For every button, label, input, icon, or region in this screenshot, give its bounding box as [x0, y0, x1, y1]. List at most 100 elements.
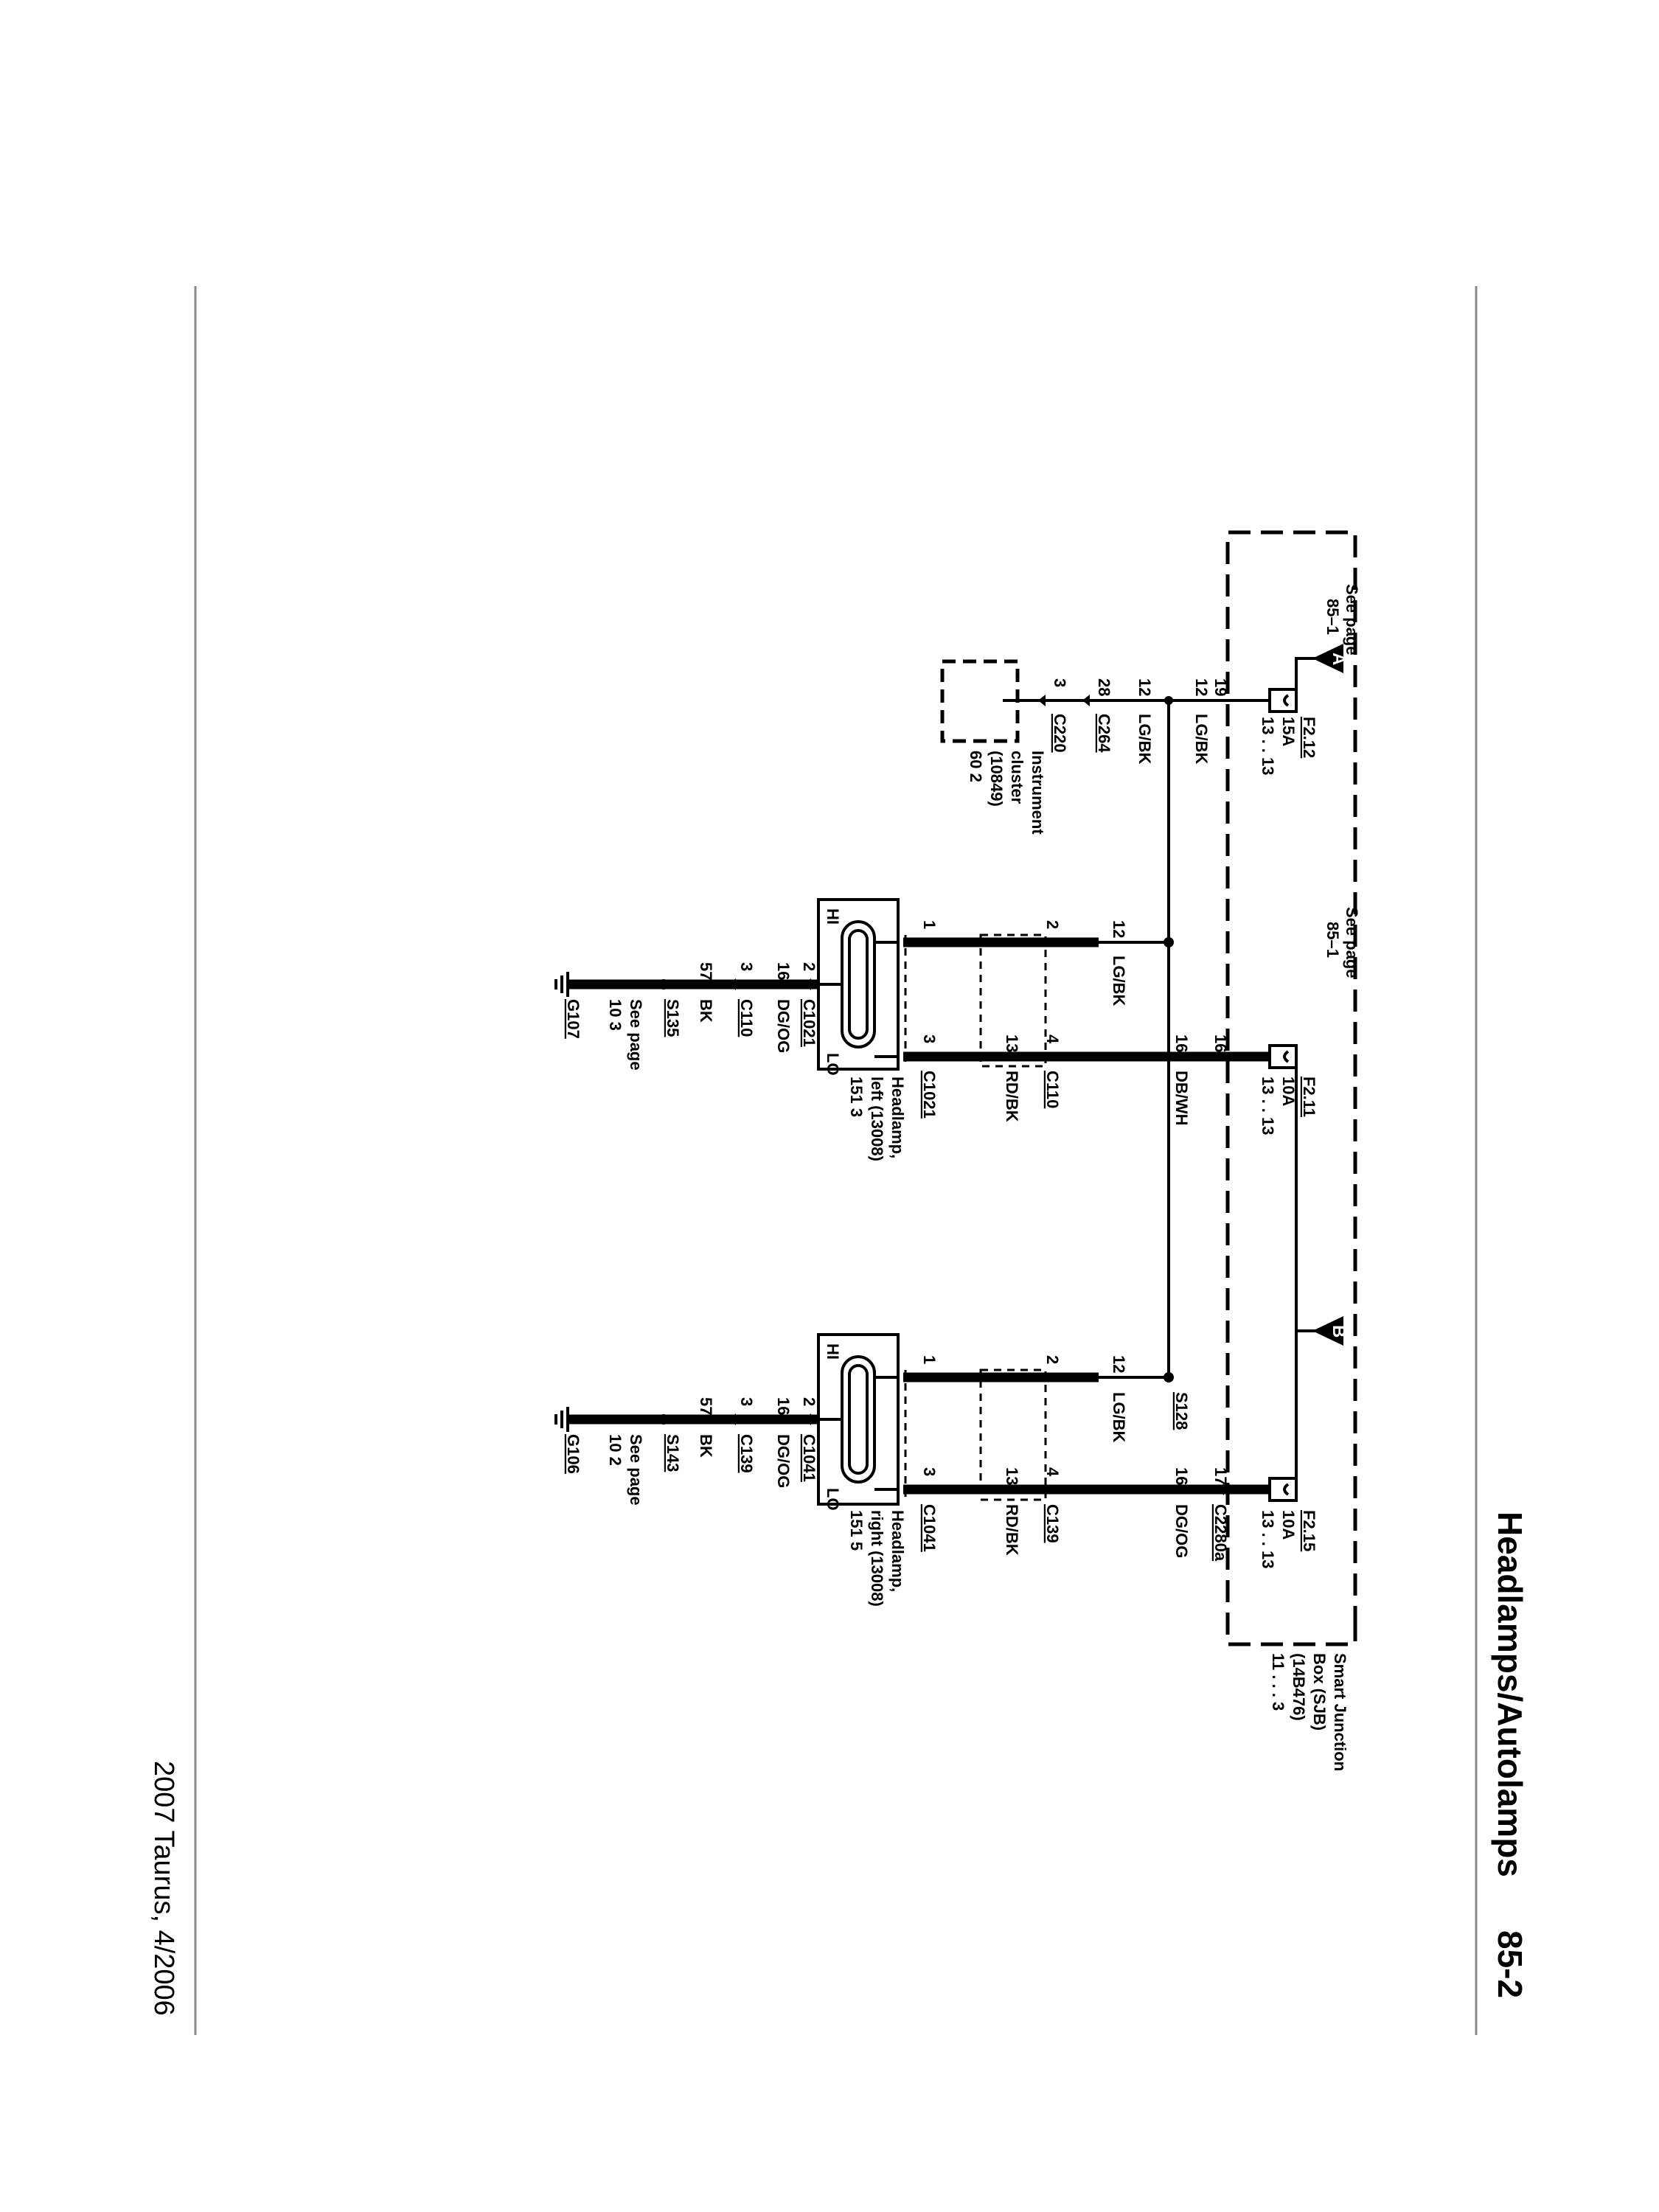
reference-a-label: See page 85–1 — [1324, 584, 1361, 655]
svg-text:left (13008): left (13008) — [868, 1077, 886, 1161]
svg-text:13 . . 13: 13 . . 13 — [1259, 1510, 1277, 1569]
svg-text:C139: C139 — [1043, 1504, 1062, 1543]
svg-text:LO: LO — [824, 1053, 842, 1076]
svg-text:Box (SJB): Box (SJB) — [1310, 1653, 1329, 1731]
svg-text:DG/OG: DG/OG — [774, 1434, 793, 1488]
svg-text:12: 12 — [1135, 678, 1154, 696]
svg-text:1: 1 — [920, 920, 939, 929]
svg-text:28: 28 — [1095, 678, 1113, 696]
page-title: Headlamps/Autolamps — [1491, 1512, 1529, 1877]
svg-text:C110: C110 — [1043, 1071, 1062, 1108]
svg-text:57: 57 — [697, 962, 715, 980]
svg-text:C110: C110 — [737, 999, 756, 1037]
svg-text:DG/OG: DG/OG — [1172, 1504, 1191, 1558]
headlamp-left-bulb — [841, 920, 876, 1048]
svg-text:13: 13 — [1003, 1034, 1021, 1052]
svg-text:15A: 15A — [1279, 717, 1298, 746]
svg-text:(14B476): (14B476) — [1290, 1653, 1308, 1721]
svg-text:A: A — [1329, 653, 1349, 665]
svg-text:151 5: 151 5 — [847, 1510, 866, 1551]
svg-text:S143: S143 — [664, 1434, 682, 1472]
svg-text:10A: 10A — [1279, 1077, 1298, 1106]
svg-text:2: 2 — [1043, 1355, 1062, 1364]
page-footer: 2007 Taurus, 4/2006 — [148, 1761, 179, 2016]
svg-text:161: 161 — [774, 962, 793, 990]
svg-text:2: 2 — [800, 1397, 818, 1406]
svg-text:F2.12: F2.12 — [1300, 717, 1318, 758]
svg-text:DB/WH: DB/WH — [1172, 1071, 1191, 1126]
instrument-cluster-label: Instrument cluster (10849) 60 2 — [967, 751, 1047, 835]
svg-text:Headlamp,: Headlamp, — [888, 1510, 907, 1592]
svg-text:See page: See page — [1343, 907, 1361, 978]
headlamp-right-bulb — [841, 1355, 876, 1484]
svg-text:LG/BK: LG/BK — [1192, 714, 1211, 765]
svg-text:cluster: cluster — [1008, 751, 1026, 804]
svg-text:C2280a: C2280a — [1211, 1504, 1230, 1562]
page-number: 85-2 — [1491, 1930, 1529, 1998]
svg-text:C1021: C1021 — [920, 1071, 939, 1119]
svg-text:12: 12 — [1192, 678, 1211, 696]
svg-text:C220: C220 — [1051, 714, 1069, 753]
svg-text:17: 17 — [1211, 1467, 1230, 1485]
reference-b-label: See page 85–1 — [1324, 907, 1361, 978]
svg-text:12: 12 — [1110, 1355, 1128, 1373]
svg-text:19: 19 — [1211, 678, 1230, 696]
svg-text:57: 57 — [697, 1397, 715, 1415]
svg-text:F2.11: F2.11 — [1300, 1077, 1318, 1117]
svg-text:(10849): (10849) — [987, 751, 1006, 807]
svg-text:RD/BK: RD/BK — [1003, 1071, 1021, 1122]
svg-text:C1041: C1041 — [920, 1504, 939, 1552]
splice-s143 — [658, 1414, 669, 1425]
feed-a-wire — [1295, 657, 1320, 700]
svg-text:C264: C264 — [1095, 714, 1113, 753]
svg-text:1: 1 — [920, 1355, 939, 1364]
svg-text:85–1: 85–1 — [1324, 922, 1342, 958]
svg-text:11 . . . 3: 11 . . . 3 — [1269, 1653, 1287, 1711]
svg-text:160: 160 — [1172, 1034, 1191, 1062]
svg-text:F2.15: F2.15 — [1300, 1510, 1318, 1551]
svg-text:10 3: 10 3 — [606, 999, 625, 1031]
svg-text:13 . . 13: 13 . . 13 — [1259, 717, 1277, 776]
svg-text:G107: G107 — [564, 999, 582, 1039]
connector-c139-outline — [979, 1368, 1047, 1501]
svg-text:3: 3 — [737, 962, 756, 971]
svg-text:60 2: 60 2 — [967, 751, 985, 782]
svg-text:B: B — [1329, 1325, 1349, 1338]
svg-text:C1021: C1021 — [800, 999, 818, 1047]
svg-text:LG/BK: LG/BK — [1110, 956, 1128, 1006]
svg-text:Instrument: Instrument — [1029, 751, 1047, 835]
svg-text:2: 2 — [1043, 920, 1062, 929]
svg-text:Smart Junction: Smart Junction — [1331, 1653, 1349, 1771]
svg-text:2: 2 — [800, 962, 818, 971]
svg-text:3: 3 — [737, 1397, 756, 1406]
svg-text:161: 161 — [1172, 1467, 1191, 1495]
svg-text:Headlamp,: Headlamp, — [888, 1077, 907, 1158]
svg-text:161: 161 — [774, 1397, 793, 1425]
svg-text:C1041: C1041 — [800, 1434, 818, 1482]
svg-text:S135: S135 — [664, 999, 682, 1037]
svg-text:3: 3 — [920, 1467, 939, 1476]
svg-text:10A: 10A — [1279, 1510, 1298, 1540]
splice-s135 — [658, 979, 669, 990]
headlamp-right-label: Headlamp, right (13008) 151 5 — [847, 1510, 907, 1607]
svg-text:4: 4 — [1043, 1034, 1062, 1044]
svg-text:13 . . 13: 13 . . 13 — [1259, 1077, 1277, 1135]
svg-text:HI: HI — [824, 908, 842, 925]
fuse-f2-11-label: F2.11 10A 13 . . 13 — [1259, 1077, 1318, 1135]
svg-text:S128: S128 — [1172, 1392, 1191, 1430]
svg-text:See page: See page — [627, 1434, 645, 1506]
svg-text:85–1: 85–1 — [1324, 599, 1342, 635]
svg-text:4: 4 — [1043, 1467, 1062, 1477]
svg-text:RD/BK: RD/BK — [1003, 1504, 1021, 1556]
svg-text:LG/BK: LG/BK — [1135, 714, 1154, 765]
fuse-f2-15-label: F2.15 10A 13 . . 13 — [1259, 1510, 1318, 1569]
svg-text:3: 3 — [1051, 678, 1069, 687]
sjb-label: Smart Junction Box (SJB) (14B476) 11 . .… — [1269, 1653, 1349, 1771]
svg-text:right (13008): right (13008) — [868, 1510, 886, 1607]
svg-text:BK: BK — [697, 1434, 715, 1458]
svg-text:G106: G106 — [564, 1434, 582, 1474]
svg-text:13: 13 — [1003, 1467, 1021, 1485]
reference-b-triangle — [1312, 1316, 1343, 1346]
